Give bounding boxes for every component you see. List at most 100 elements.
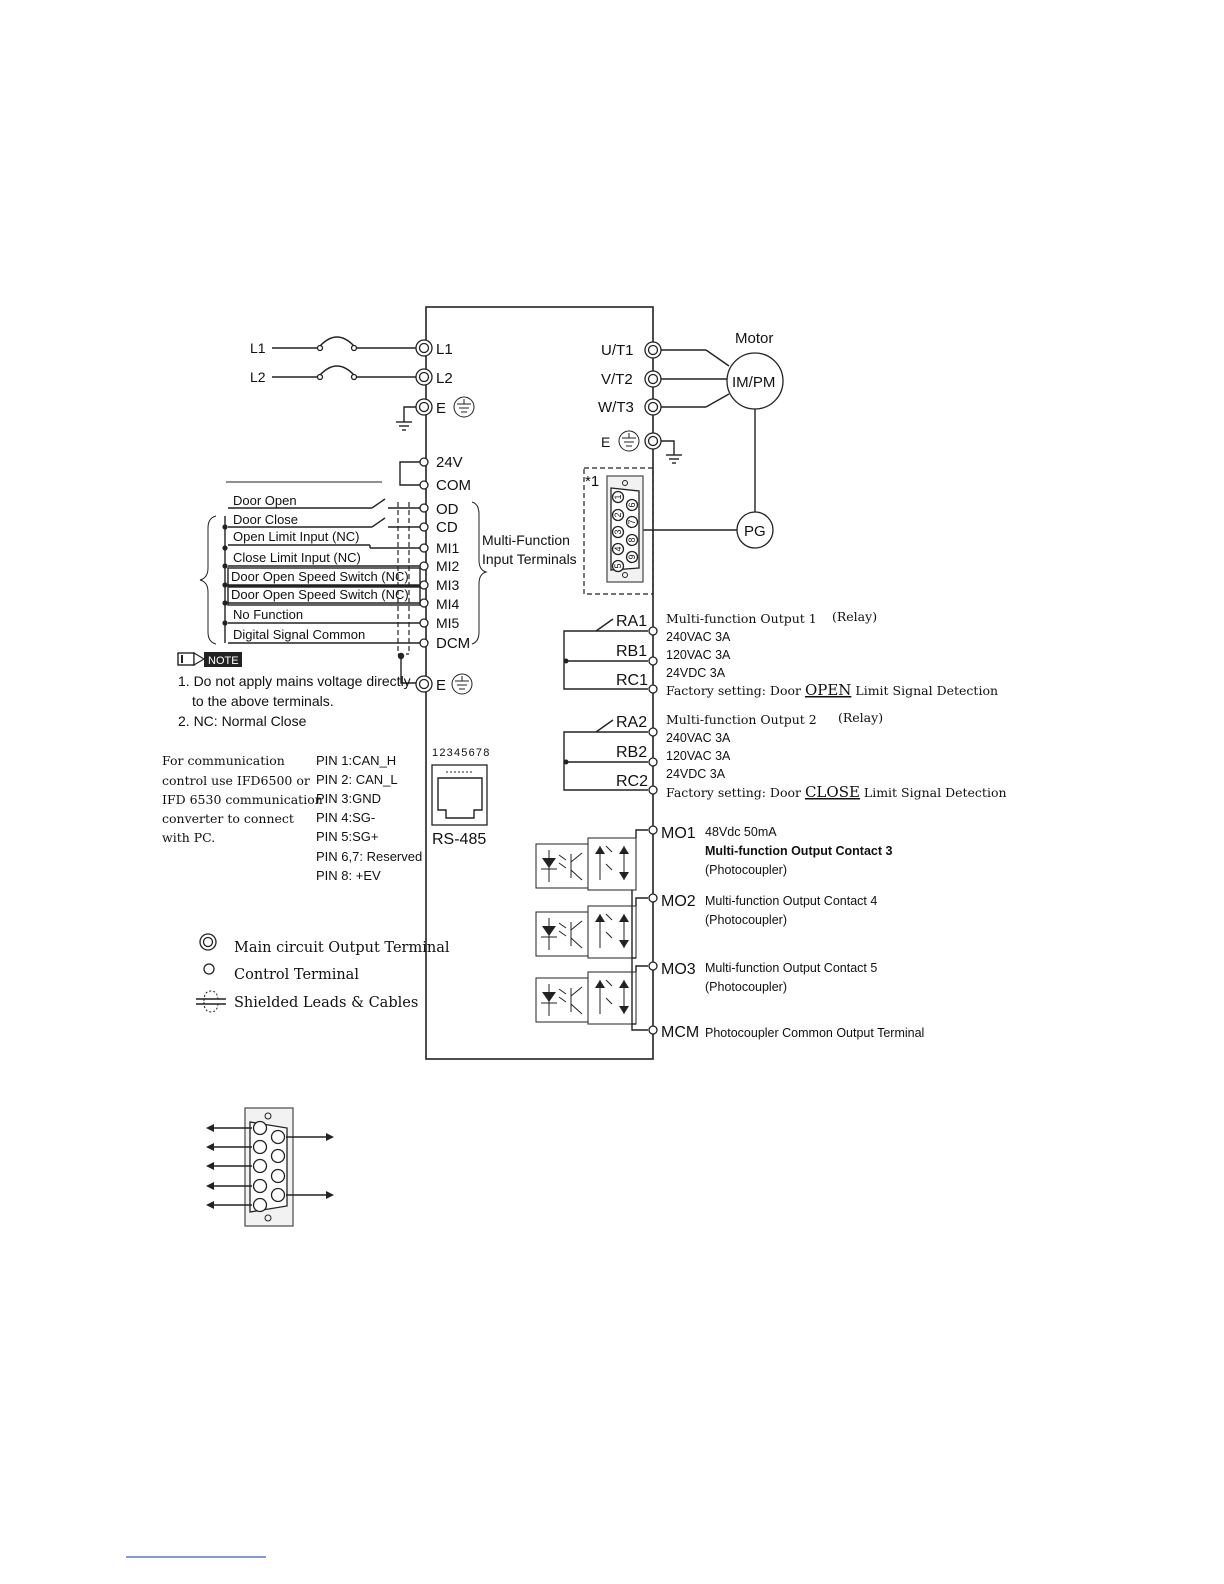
pg-label: PG — [744, 523, 766, 540]
comm-text: with PC. — [162, 830, 215, 845]
motor-terminal-v — [644, 370, 662, 388]
terminal-label: RB2 — [616, 744, 647, 761]
terminal-label: MI1 — [436, 540, 460, 556]
factory-suffix: Limit Signal Detection — [860, 785, 1007, 800]
relay-title: Multi-function Output 1 — [666, 611, 817, 626]
db9-pin-number: 6 — [627, 502, 637, 507]
terminal-l1-label: L1 — [436, 341, 453, 358]
terminal-24v-label: 24V — [436, 454, 463, 471]
relay-rating: 24VDC 3A — [666, 666, 726, 680]
terminal-label: RA2 — [616, 714, 647, 731]
main-terminal-e-control — [415, 675, 433, 693]
input-label: Door Open Speed Switch (NC) — [231, 569, 409, 584]
input-terminal-mi1 — [419, 543, 429, 553]
db9-pin-number: 3 — [613, 529, 623, 534]
photocoupler-outputs: MO1 MO2 MO3 MCM 48Vdc 50mA Multi-functio… — [535, 825, 924, 1041]
factory-prefix: Factory setting: Door — [666, 785, 805, 800]
relay-rating: 120VAC 3A — [666, 749, 731, 763]
terminal-label: MCM — [661, 1024, 699, 1041]
terminal-label: MI2 — [436, 558, 460, 574]
input-label: Door Open Speed Switch (NC) — [231, 587, 409, 602]
terminal-mo3 — [648, 961, 658, 971]
terminal-label: OD — [436, 501, 459, 518]
note-icon — [177, 651, 242, 667]
note-line: 1. Do not apply mains voltage directly — [178, 673, 411, 689]
pin-def: PIN 5:SG+ — [316, 829, 379, 844]
input-label: Digital Signal Common — [233, 627, 365, 642]
terminal-rc2 — [648, 785, 658, 795]
communication-block: For communication control use IFD6500 or… — [162, 747, 491, 883]
terminal-label: CD — [436, 519, 458, 536]
terminal-label: MO3 — [661, 961, 696, 978]
control-terminal-legend-icon — [203, 963, 215, 975]
rj45-pin-numbers: 12345678 — [432, 747, 491, 759]
db9-pin-number: 8 — [627, 537, 637, 542]
terminal-mcm — [648, 1025, 658, 1035]
input-terminal-od — [419, 503, 429, 513]
relay-rating: 240VAC 3A — [666, 630, 731, 644]
encoder-card: *1 1 2 3 4 5 6 7 8 9 — [583, 467, 654, 595]
photo-rating: 48Vdc 50mA — [705, 825, 777, 839]
ground-symbol-icon — [453, 396, 475, 418]
shielded-cable-legend-icon — [196, 990, 226, 1013]
terminal-rb1 — [648, 656, 658, 666]
input-terminal-mi3 — [419, 580, 429, 590]
input-terminal-dcm — [419, 638, 429, 648]
photo-desc: Multi-function Output Contact 4 — [705, 894, 877, 908]
pin-def: PIN 8: +EV — [316, 868, 381, 883]
terminal-e-label: E — [436, 677, 446, 694]
photo-desc: Multi-function Output Contact 3 — [705, 844, 893, 858]
terminal-rc1 — [648, 684, 658, 694]
note-block: NOTE 1. Do not apply mains voltage direc… — [177, 651, 411, 729]
pin-def: PIN 2: CAN_L — [316, 772, 398, 787]
photo-type: (Photocoupler) — [705, 980, 787, 994]
ground-symbol-icon — [451, 673, 473, 695]
db9-pin-number: 9 — [627, 554, 637, 559]
terminal-mo1 — [648, 825, 658, 835]
terminal-label: RC2 — [616, 773, 648, 790]
mf-input-title: Input Terminals — [482, 551, 577, 567]
input-terminal-cd — [419, 522, 429, 532]
terminal-com-label: COM — [436, 477, 471, 494]
terminal-label: MO1 — [661, 825, 696, 842]
rs485-label: RS-485 — [432, 831, 486, 848]
motor-title: Motor — [735, 330, 773, 347]
photocoupler-icon — [535, 971, 637, 1025]
comm-text: converter to connect — [162, 811, 294, 826]
control-terminals: 24V COM — [199, 454, 577, 695]
terminal-e-label: E — [436, 400, 446, 417]
db9-pin-number: 7 — [627, 519, 637, 524]
earth-ground-icon — [661, 440, 682, 464]
source-l2-label: L2 — [250, 369, 266, 385]
db9-pinout-graphic — [206, 1107, 334, 1227]
terminal-ra1 — [648, 626, 658, 636]
input-label: No Function — [233, 607, 303, 622]
comm-text: control use IFD6500 or — [162, 773, 310, 788]
legend-shield: Shielded Leads & Cables — [234, 995, 418, 1011]
factory-setting: Factory setting: Door CLOSE Limit Signal… — [666, 783, 1007, 801]
input-terminal-mi4 — [419, 598, 429, 608]
comm-text: For communication — [162, 753, 285, 768]
main-terminal-e — [415, 398, 433, 416]
terminal-ra2 — [648, 727, 658, 737]
arrow-right-icon — [286, 1133, 334, 1141]
relay-rating: 24VDC 3A — [666, 767, 726, 781]
relay-rating: 240VAC 3A — [666, 731, 731, 745]
factory-prefix: Factory setting: Door — [666, 683, 805, 698]
note-line: 2. NC: Normal Close — [178, 713, 307, 729]
terminal-mo2 — [648, 893, 658, 903]
input-label: Open Limit Input (NC) — [233, 529, 359, 544]
arrow-left-icon — [206, 1124, 252, 1132]
legend: Main circuit Output Terminal Control Ter… — [196, 933, 450, 1013]
photo-desc: Photocoupler Common Output Terminal — [705, 1026, 924, 1040]
legend-main: Main circuit Output Terminal — [234, 940, 450, 956]
input-label: Door Open — [233, 493, 297, 508]
relay-type: (Relay) — [832, 609, 877, 624]
photocoupler-icon — [535, 837, 637, 891]
photo-type: (Photocoupler) — [705, 913, 787, 927]
terminal-e-label: E — [601, 434, 610, 450]
relay-type: (Relay) — [838, 710, 883, 725]
input-terminal-mi5 — [419, 618, 429, 628]
terminal-label: MI5 — [436, 615, 460, 631]
